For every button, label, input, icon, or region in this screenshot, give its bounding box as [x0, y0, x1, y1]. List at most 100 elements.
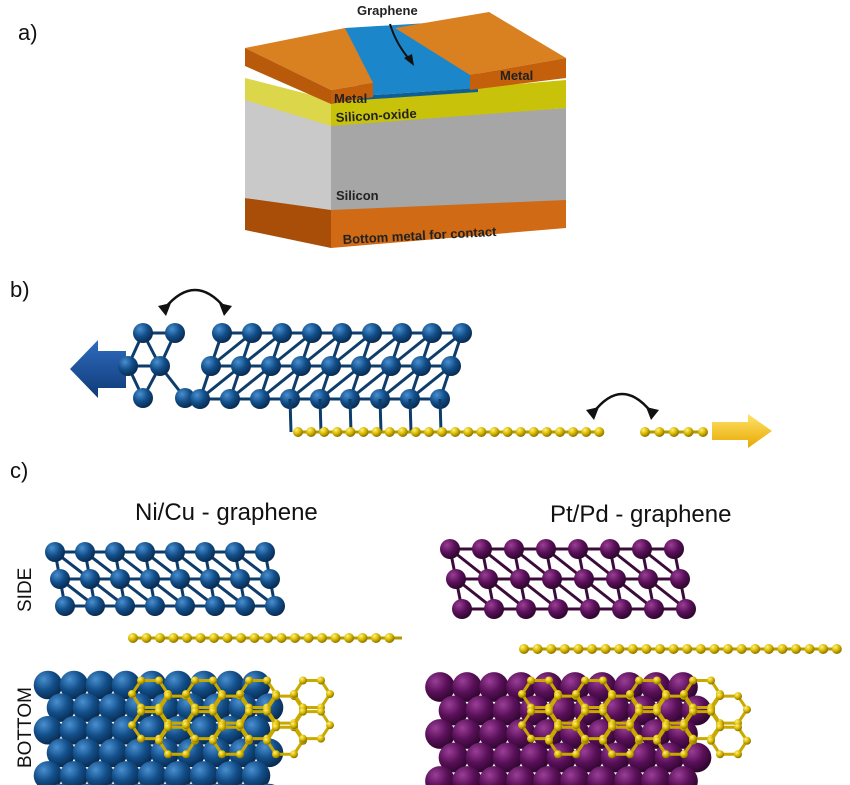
- ptpd-bottom-graphene-atom: [626, 721, 634, 730]
- ptpd-side-graphene-atom: [641, 644, 652, 654]
- nicu-bottom-graphene-atom: [191, 707, 199, 716]
- ptpd-bottom-graphene-atom: [599, 736, 607, 745]
- ptpd-bottom-metal-atom: [533, 766, 563, 785]
- ptpd-bottom-graphene-atom: [662, 750, 670, 759]
- carbon-chain-atom: [306, 427, 317, 437]
- ptpd-side-atom: [542, 569, 562, 589]
- ptpd-bottom-metal-atom: [587, 766, 617, 785]
- carbon-chain-atom: [555, 427, 565, 437]
- nicu-bottom-graphene-atom: [164, 750, 172, 759]
- nicu-side-atom: [265, 596, 285, 616]
- nicu-bottom-view: [33, 670, 334, 785]
- growth-process-diagram: [70, 288, 772, 448]
- carbon-chain-atom: [476, 427, 487, 437]
- metal-cluster-small-atom: [133, 388, 153, 408]
- ptpd-side-atom: [484, 599, 504, 619]
- nicu-side-atom: [230, 569, 250, 589]
- nicu-bottom-graphene-atom: [155, 736, 163, 745]
- carbon-chain-atom: [319, 427, 330, 437]
- ptpd-side-atom: [580, 599, 600, 619]
- nicu-bottom-graphene-atom: [290, 750, 298, 759]
- carbon-fragment-atom: [654, 427, 665, 437]
- nicu-side-atom: [255, 542, 275, 562]
- ptpd-bottom-view: [425, 672, 751, 785]
- ptpd-side-graphene-atom: [668, 644, 679, 654]
- metal-cluster-large-atom: [250, 389, 270, 409]
- ptpd-bottom-graphene-atom: [689, 707, 697, 716]
- nicu-side-atom: [205, 596, 225, 616]
- ptpd-bottom-graphene-atom: [518, 690, 526, 698]
- metal-cluster-small-atom: [165, 323, 185, 343]
- nicu-bottom-graphene-atom: [209, 736, 217, 745]
- nicu-bottom-graphene-atom: [263, 676, 271, 685]
- nicu-side-graphene-atom: [263, 633, 273, 643]
- nicu-bottom-graphene-atom: [155, 676, 163, 685]
- ptpd-bottom-metal-atom: [438, 695, 469, 726]
- carbon-chain-atom: [384, 427, 395, 437]
- nicu-bottom-graphene-atom: [236, 750, 244, 759]
- nicu-side-graphene-atom: [276, 633, 287, 643]
- ptpd-side-graphene-atom: [614, 644, 625, 654]
- metal-cluster-large-pillar: [408, 398, 413, 433]
- nicu-title: Ni/Cu - graphene: [135, 499, 318, 526]
- nicu-bottom-metal-atom: [215, 761, 245, 785]
- ptpd-side-atom: [504, 539, 524, 559]
- nicu-bottom-metal-atom: [241, 761, 271, 785]
- ptpd-bottom-metal-atom: [614, 766, 644, 785]
- ptpd-side-atom: [664, 539, 684, 559]
- metal-cluster-large-atom: [220, 389, 240, 409]
- ptpd-side-atom: [440, 539, 460, 559]
- nicu-bottom-metal-atom: [33, 670, 63, 700]
- ptpd-bottom-metal-atom: [425, 672, 455, 702]
- nicu-bottom-graphene-atom: [326, 690, 334, 698]
- metal-cluster-large-atom: [362, 323, 382, 343]
- nicu-bottom-graphene-atom: [272, 723, 280, 732]
- ptpd-side-graphene-atom: [600, 644, 611, 654]
- nicu-bottom-metal-atom: [254, 738, 284, 768]
- nicu-side-graphene-atom: [344, 633, 354, 643]
- ptpd-bottom-graphene-atom: [572, 690, 580, 698]
- ptpd-bottom-metal-atom: [681, 742, 712, 773]
- nicu-bottom-graphene-atom: [317, 676, 325, 685]
- nicu-bottom-graphene-atom: [218, 750, 226, 759]
- nicu-side-graphene-atom: [141, 633, 152, 643]
- ptpd-bottom-graphene-atom: [581, 734, 589, 743]
- nicu-bottom-metal-atom: [189, 761, 219, 785]
- ptpd-side-atom: [452, 599, 472, 619]
- nicu-bottom-graphene-atom: [164, 692, 172, 701]
- ptpd-bottom-graphene-atom: [743, 705, 751, 714]
- metal-cluster-large-atom: [422, 323, 442, 343]
- metal-cluster-large-pillar: [318, 398, 323, 433]
- bottom-metal-front: [331, 198, 566, 248]
- bottom-metal-side: [245, 198, 331, 248]
- ptpd-side-atom: [612, 599, 632, 619]
- nicu-side-atom: [145, 596, 165, 616]
- ptpd-side-graphene-atom: [777, 644, 788, 654]
- oxide-label: Silicon-oxide: [335, 106, 417, 125]
- nicu-bottom-graphene-atom: [218, 723, 226, 732]
- ptpd-side-atom: [644, 599, 664, 619]
- nicu-side-atom: [260, 569, 280, 589]
- nicu-bottom-graphene-atom: [263, 736, 271, 745]
- metal-cluster-large-atom: [272, 323, 292, 343]
- ptpd-bottom-graphene-atom: [707, 736, 715, 745]
- ptpd-bottom-graphene-atom: [680, 750, 688, 759]
- metal-cluster-large-atom: [321, 356, 341, 376]
- metal-cluster-large-atom: [212, 323, 232, 343]
- nicu-bottom-graphene-atom: [317, 734, 325, 743]
- carbon-fragment-atom: [698, 427, 708, 437]
- nicu-bottom-metal-atom: [202, 693, 232, 722]
- exchange-arrow-metal-head-right: [219, 303, 232, 316]
- nicu-bottom-metal-atom: [176, 693, 206, 722]
- nicu-bottom-metal-atom: [98, 693, 128, 722]
- ptpd-side-graphene-atom: [573, 644, 584, 654]
- nicu-side-atom: [45, 542, 65, 562]
- nicu-bottom-metal-atom: [72, 738, 102, 768]
- metal-cluster-large-atom: [261, 356, 281, 376]
- nicu-bottom-graphene-atom: [299, 676, 307, 685]
- oxide-side: [245, 78, 331, 126]
- nicu-bottom-graphene-atom: [182, 690, 190, 698]
- nicu-bottom-metal-atom: [163, 761, 193, 785]
- metal-cluster-large-atom: [381, 356, 401, 376]
